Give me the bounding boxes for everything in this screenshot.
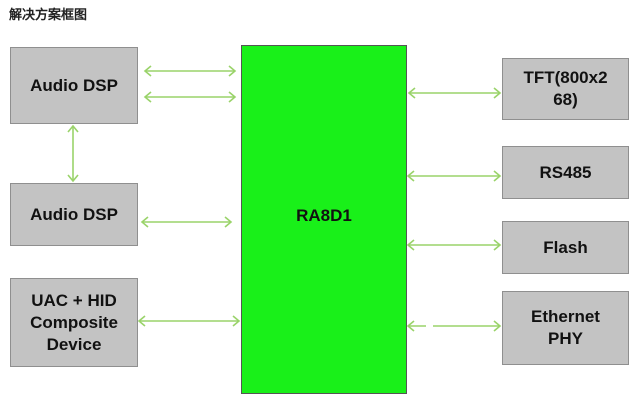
ra8d1-label: RA8D1 xyxy=(296,206,352,225)
arrow-audio-dsp-1-lower xyxy=(143,91,237,103)
audio-dsp-block-2: Audio DSP xyxy=(10,183,138,246)
ra8d1-mcu-block: RA8D1 xyxy=(241,45,407,394)
rs485-block: RS485 xyxy=(502,146,629,199)
arrow-tft xyxy=(407,87,502,99)
flash-block: Flash xyxy=(502,221,629,274)
diagram-title: 解决方案框图 xyxy=(9,8,88,23)
arrow-audio-dsp-1-to-2 xyxy=(67,124,79,183)
tft-display-block: TFT(800x2 68) xyxy=(502,58,629,120)
arrow-audio-dsp-2 xyxy=(140,216,233,228)
ethernet-phy-block: Ethernet PHY xyxy=(502,291,629,365)
uac-hid-composite-device-block: UAC + HID Composite Device xyxy=(10,278,138,367)
arrow-ethernet-phy xyxy=(406,320,502,332)
arrow-rs485 xyxy=(406,170,502,182)
arrow-flash xyxy=(406,239,502,251)
audio-dsp-block-1: Audio DSP xyxy=(10,47,138,124)
arrow-audio-dsp-1-upper xyxy=(143,65,237,77)
arrow-uac-hid xyxy=(137,315,241,327)
